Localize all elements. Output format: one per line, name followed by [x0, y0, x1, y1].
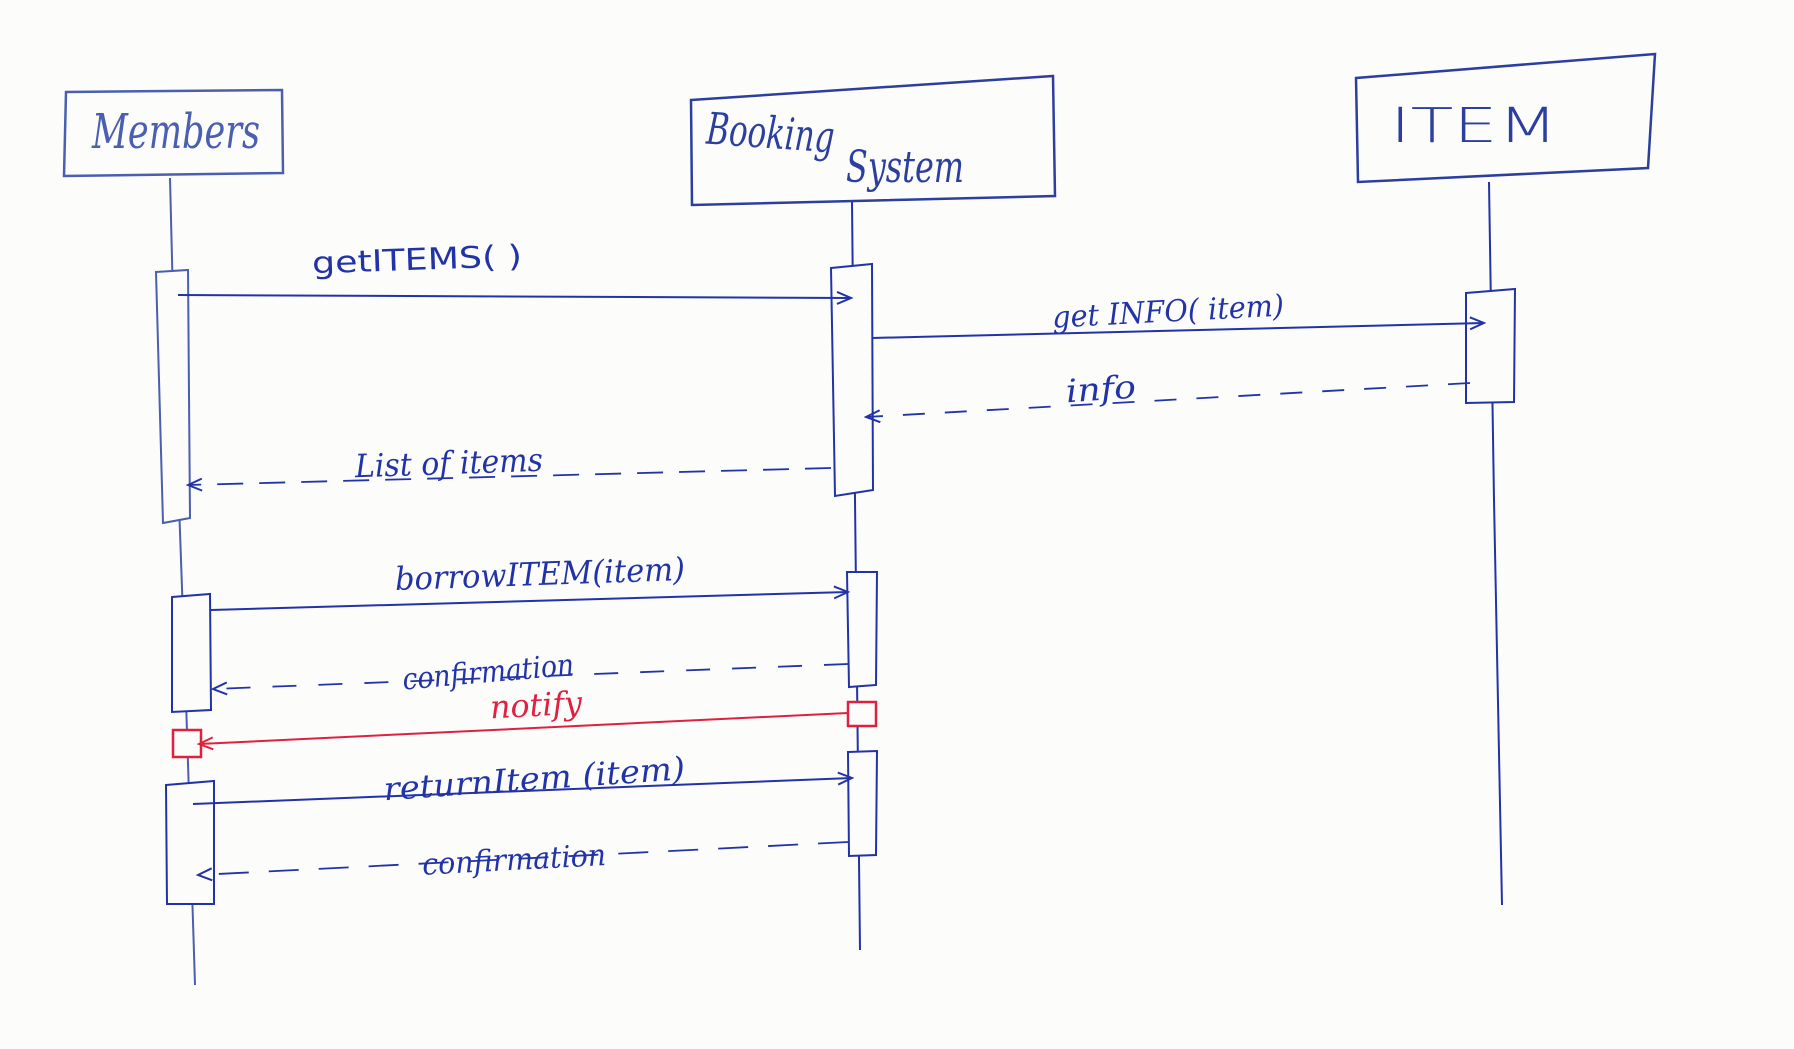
participant-booking-system: Booking System [689, 74, 1057, 207]
message-label: confirmation [421, 838, 607, 883]
message-arrow [210, 592, 848, 611]
message-arrow [192, 778, 852, 805]
activation-bar-booking-system [846, 749, 879, 858]
message-notify: notify [199, 684, 849, 744]
activation-bar-members [164, 779, 215, 905]
message-info-return: info [866, 368, 1471, 417]
participant-members: Members [62, 88, 285, 178]
activation-bar-item [1465, 287, 1517, 405]
message-label: List of items [353, 441, 543, 486]
participant-item: ITEM [1354, 52, 1657, 184]
message-arrow [177, 295, 851, 298]
message-arrow [866, 382, 1471, 417]
activation-bar-members [154, 268, 192, 525]
message-label: borrowITEM(item) [394, 550, 685, 598]
message-arrow [199, 712, 849, 744]
participant-box [62, 88, 285, 178]
message-list-return: List of items [188, 441, 832, 486]
participant-box [689, 74, 1057, 207]
participant-box [1354, 52, 1657, 184]
message-get-info: get INFO( item) [871, 289, 1484, 339]
lifeline-item [1488, 181, 1503, 906]
message-arrow [188, 467, 832, 485]
message-arrow [198, 841, 849, 875]
activation-bar-members-notify [171, 728, 203, 759]
message-borrow-item: borrowITEM(item) [210, 550, 848, 611]
message-arrow [213, 663, 849, 689]
message-confirmation-2: confirmation [198, 838, 849, 883]
message-label: notify [489, 684, 584, 727]
activation-bar-booking-system [829, 262, 875, 498]
message-label: returnItem (item) [382, 749, 686, 808]
message-return-item: returnItem (item) [192, 749, 852, 808]
message-label: getITEMS( ) [311, 239, 522, 281]
message-label: info [1065, 368, 1137, 411]
participant-label: Members [91, 104, 260, 160]
activation-bar-booking-system [845, 571, 879, 689]
message-arrow [871, 323, 1484, 339]
message-get-items: getITEMS( ) [177, 239, 851, 298]
participant-label-line1: Booking [704, 104, 836, 164]
activation-bar-members [171, 592, 213, 714]
participant-label-line2: System [846, 142, 964, 193]
activation-bar-booking-system-notify [846, 700, 878, 728]
participant-label: ITEM [1390, 98, 1558, 154]
